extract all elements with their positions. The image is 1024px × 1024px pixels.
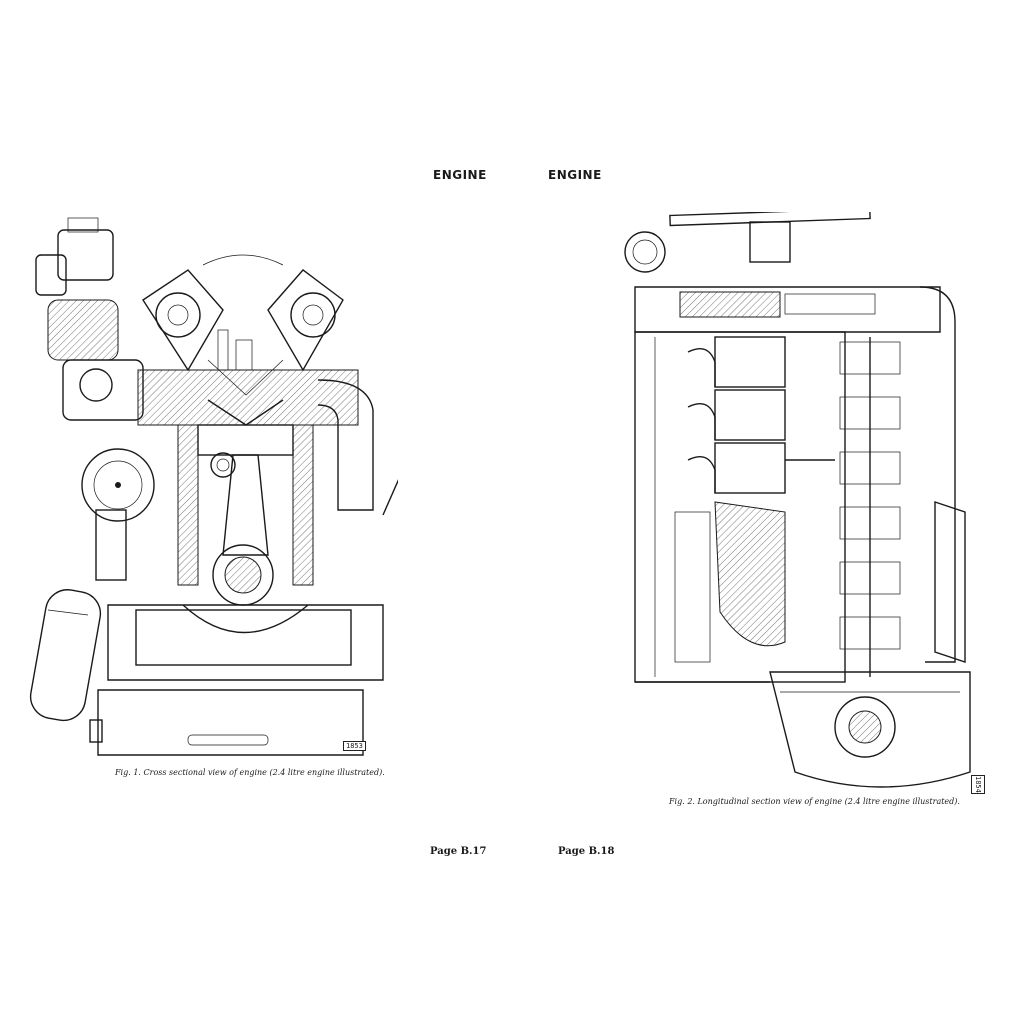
drawing-number: 1854 — [971, 775, 985, 794]
page-number: Page B.17 — [430, 846, 487, 857]
right-page: ENGINE — [512, 0, 1024, 1024]
longitudinal-section-engine-drawing — [624, 212, 971, 788]
page-number: Page B.18 — [558, 846, 615, 857]
cross-section-engine-drawing — [29, 217, 398, 756]
figure-caption: Fig. 2. Longitudinal section view of eng… — [669, 797, 960, 806]
page-header: ENGINE — [548, 168, 602, 182]
page-header: ENGINE — [433, 168, 487, 182]
left-page: ENGINE — [29, 168, 487, 857]
figure-caption: Fig. 1. Cross sectional view of engine (… — [115, 768, 385, 777]
drawing-number: 1853 — [343, 741, 366, 751]
